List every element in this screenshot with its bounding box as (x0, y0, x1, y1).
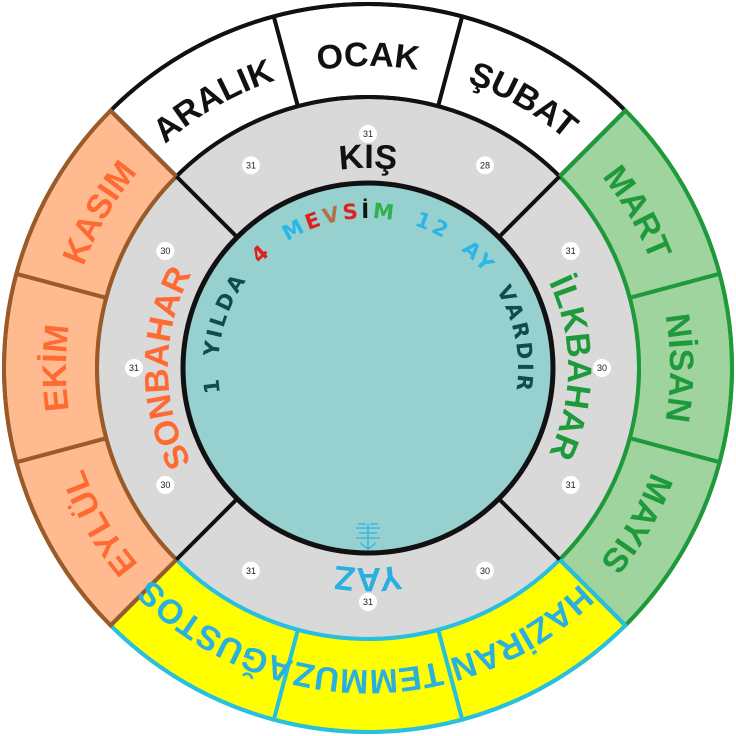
month-label: EKİM (36, 323, 77, 414)
badge-circle (156, 476, 175, 494)
badge-circle (561, 242, 580, 260)
days-count: 30 (480, 566, 490, 576)
days-badge: 30 (593, 359, 611, 377)
badge-circle (242, 561, 260, 580)
days-badge: 31 (359, 593, 377, 611)
season-divider (174, 174, 239, 239)
days-count: 30 (160, 246, 170, 256)
season-months-2 (108, 557, 628, 734)
days-badge: 31 (359, 125, 377, 143)
badge-circle (125, 359, 143, 377)
month-label: NİSAN (658, 311, 700, 424)
season-label: YAZ (332, 558, 403, 598)
days-count: 30 (597, 363, 607, 373)
season-label: KIŞ (337, 138, 399, 178)
center-circle (180, 180, 556, 556)
days-count: 31 (363, 129, 373, 139)
center-title-part: S (341, 199, 362, 225)
season-months-0 (108, 2, 628, 179)
days-count: 31 (246, 161, 256, 171)
days-badge: 31 (561, 476, 580, 494)
days-badge: 30 (476, 561, 494, 580)
days-count: 31 (566, 480, 576, 490)
badge-circle (561, 476, 580, 494)
days-count: 31 (363, 597, 373, 607)
days-count: 31 (246, 566, 256, 576)
days-badge: 31 (125, 359, 143, 377)
logo-icon (356, 523, 380, 550)
season-month-border (2, 107, 180, 629)
days-badge: 31 (242, 156, 260, 175)
badge-circle (242, 156, 260, 175)
center-title-part: İ (361, 198, 372, 223)
badge-circle (359, 125, 377, 143)
days-count: 31 (129, 363, 139, 373)
days-count: 28 (480, 161, 490, 171)
badge-circle (359, 593, 377, 611)
days-badge: 30 (156, 476, 175, 494)
badge-circle (476, 561, 494, 580)
days-badge: 31 (561, 242, 580, 260)
days-badge: 30 (156, 242, 175, 260)
badge-circle (593, 359, 611, 377)
season-divider (174, 497, 239, 562)
season-divider (497, 174, 562, 239)
days-count: 30 (160, 480, 170, 490)
badge-circle (156, 242, 175, 260)
center-title-part: V (320, 201, 344, 229)
days-count: 31 (566, 246, 576, 256)
days-badge: 31 (242, 561, 260, 580)
days-badge: 28 (476, 156, 494, 175)
badge-circle (476, 156, 494, 175)
season-divider (497, 497, 562, 562)
